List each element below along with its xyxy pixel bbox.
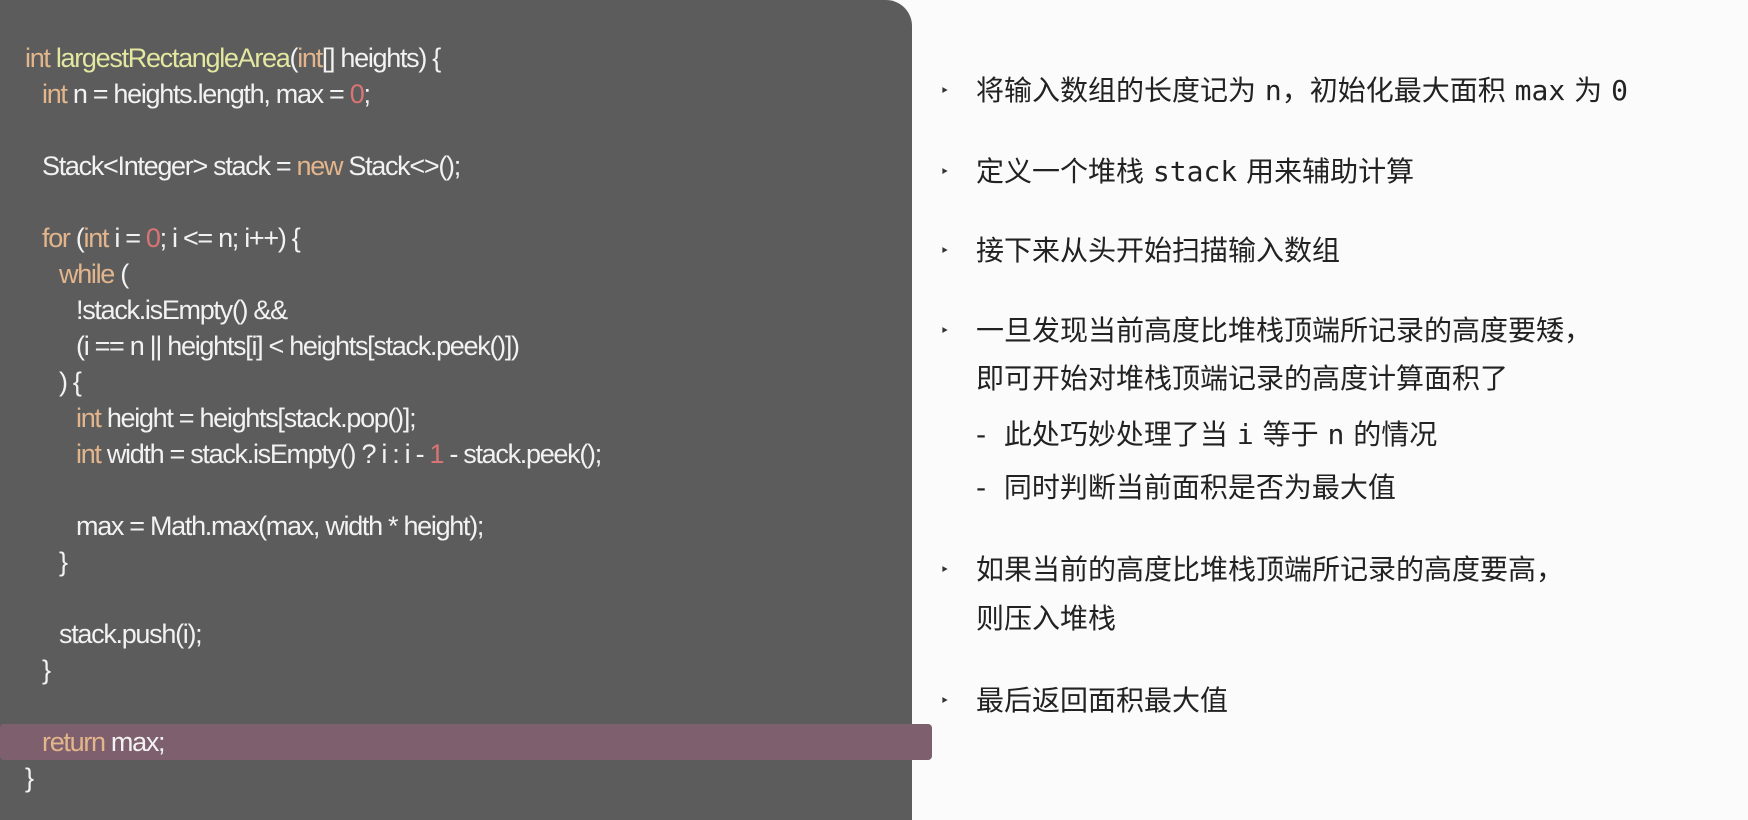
text-segment: 等于 — [1253, 418, 1328, 451]
code-line — [0, 112, 25, 148]
bullet-icon: ‣ — [940, 241, 950, 260]
highlighted-code-line: return max; — [0, 724, 932, 760]
code-number: 1 — [429, 439, 444, 469]
code-text: ; i <= n; i++) { — [159, 223, 301, 253]
code-text: Stack<>(); — [342, 151, 461, 181]
bullet-icon: ‣ — [940, 560, 950, 579]
text-segment: 用来辅助计算 — [1237, 155, 1415, 188]
text-segment: - 此处巧妙处理了当 — [976, 418, 1237, 451]
code-number: 0 — [349, 79, 365, 109]
code-line — [0, 580, 25, 616]
code-text: n = heights.length, max = — [66, 79, 350, 109]
code-keyword: new — [296, 151, 344, 181]
explanation-text: - 同时判断当前面积是否为最大值 — [976, 466, 1396, 510]
code-text: ( — [114, 259, 129, 289]
bullet-icon: ‣ — [940, 81, 950, 100]
inline-code: 0 — [1611, 74, 1628, 107]
inline-code: stack — [1152, 155, 1238, 188]
code-text: } — [42, 655, 51, 685]
code-text: stack.push(i); — [59, 619, 203, 649]
text-segment: 定义一个堆栈 — [976, 155, 1153, 188]
inline-code: i — [1236, 418, 1254, 451]
text-segment: 如果当前的高度比堆栈顶端所记录的高度要高， — [976, 553, 1565, 586]
code-keyword: int — [83, 223, 110, 253]
text-segment: - 同时判断当前面积是否为最大值 — [976, 471, 1396, 504]
code-line: (i == n || heights[i] < heights[stack.pe… — [0, 328, 520, 364]
text-segment: 为 — [1565, 74, 1612, 107]
code-function-name: largestRectangleArea — [55, 43, 291, 73]
text-segment: 最后返回面积最大值 — [976, 684, 1229, 717]
code-keyword: int — [42, 79, 68, 109]
code-line: stack.push(i); — [0, 616, 203, 652]
code-text: max; — [104, 727, 166, 757]
code-text: (i == n || heights[i] < heights[stack.pe… — [76, 331, 520, 361]
text-segment: 将输入数组的长度记为 — [976, 74, 1265, 107]
code-line: } — [0, 652, 51, 688]
text-segment: 的情况 — [1344, 418, 1438, 451]
code-text: [] heights) { — [321, 43, 441, 73]
explanation-text: 则压入堆栈 — [976, 597, 1116, 641]
code-line: Stack<Integer> stack = new Stack<>(); — [0, 148, 461, 184]
code-text: ; — [363, 79, 371, 109]
explanation-text: 即可开始对堆栈顶端记录的高度计算面积了 — [976, 357, 1508, 401]
code-panel: int largestRectangleArea(int[] heights) … — [0, 0, 932, 820]
code-keyword: int — [76, 439, 102, 469]
code-line: int height = heights[stack.pop()]; — [0, 400, 417, 436]
bullet-icon: ‣ — [940, 162, 950, 181]
bullet-icon: ‣ — [940, 321, 950, 340]
code-line — [0, 184, 25, 220]
explanation-text: 将输入数组的长度记为 n，初始化最大面积 max 为 0 — [976, 69, 1628, 113]
code-text: i = — [108, 223, 146, 253]
code-line: !stack.isEmpty() && — [0, 292, 288, 328]
code-line: int largestRectangleArea(int[] heights) … — [0, 40, 441, 76]
code-text: max = Math.max(max, width * height); — [76, 511, 484, 541]
code-keyword: int — [25, 43, 51, 73]
code-text: Stack<Integer> stack = — [42, 151, 297, 181]
code-line: } — [0, 544, 68, 580]
code-line — [0, 688, 25, 724]
inline-code: n — [1327, 418, 1345, 451]
code-number: 0 — [145, 223, 161, 253]
code-text: ( — [69, 223, 85, 253]
explanation-text: 一旦发现当前高度比堆栈顶端所记录的高度要矮， — [976, 309, 1592, 353]
code-keyword: int — [76, 403, 102, 433]
code-text: } — [59, 547, 68, 577]
code-text: ( — [289, 43, 298, 73]
code-line: } — [0, 760, 34, 796]
explanation-text: 接下来从头开始扫描输入数组 — [976, 229, 1340, 273]
text-segment: 接下来从头开始扫描输入数组 — [976, 234, 1341, 267]
code-text: } — [25, 763, 34, 793]
code-line: while ( — [0, 256, 129, 292]
code-text: width = stack.isEmpty() ? i : i - — [100, 439, 430, 469]
code-line: int n = heights.length, max = 0; — [0, 76, 371, 112]
code-keyword: int — [297, 43, 323, 73]
explanation-text: 如果当前的高度比堆栈顶端所记录的高度要高， — [976, 548, 1564, 592]
code-line: int width = stack.isEmpty() ? i : i - 1 … — [0, 436, 602, 472]
explanation-text: - 此处巧妙处理了当 i 等于 n 的情况 — [976, 413, 1437, 457]
code-text: ) { — [59, 367, 82, 397]
text-segment: 则压入堆栈 — [976, 602, 1117, 635]
text-segment: 一旦发现当前高度比堆栈顶端所记录的高度要矮， — [976, 314, 1593, 347]
explanation-text: 定义一个堆栈 stack 用来辅助计算 — [976, 150, 1414, 194]
inline-code: max — [1514, 74, 1566, 107]
code-keyword: while — [59, 259, 115, 289]
code-text: height = heights[stack.pop()]; — [100, 403, 417, 433]
code-line — [0, 472, 25, 508]
text-segment: 即可开始对堆栈顶端记录的高度计算面积了 — [976, 362, 1509, 395]
code-keyword: return — [42, 727, 106, 757]
inline-code: n — [1264, 74, 1282, 107]
code-keyword: for — [42, 223, 71, 253]
bullet-icon: ‣ — [940, 691, 950, 710]
code-line: ) { — [0, 364, 82, 400]
explanation-text: 最后返回面积最大值 — [976, 679, 1228, 723]
code-line: max = Math.max(max, width * height); — [0, 508, 484, 544]
code-text: - stack.peek(); — [443, 439, 602, 469]
code-line: for (int i = 0; i <= n; i++) { — [0, 220, 301, 256]
code-text: !stack.isEmpty() && — [76, 295, 288, 325]
text-segment: ，初始化最大面积 — [1281, 74, 1515, 107]
